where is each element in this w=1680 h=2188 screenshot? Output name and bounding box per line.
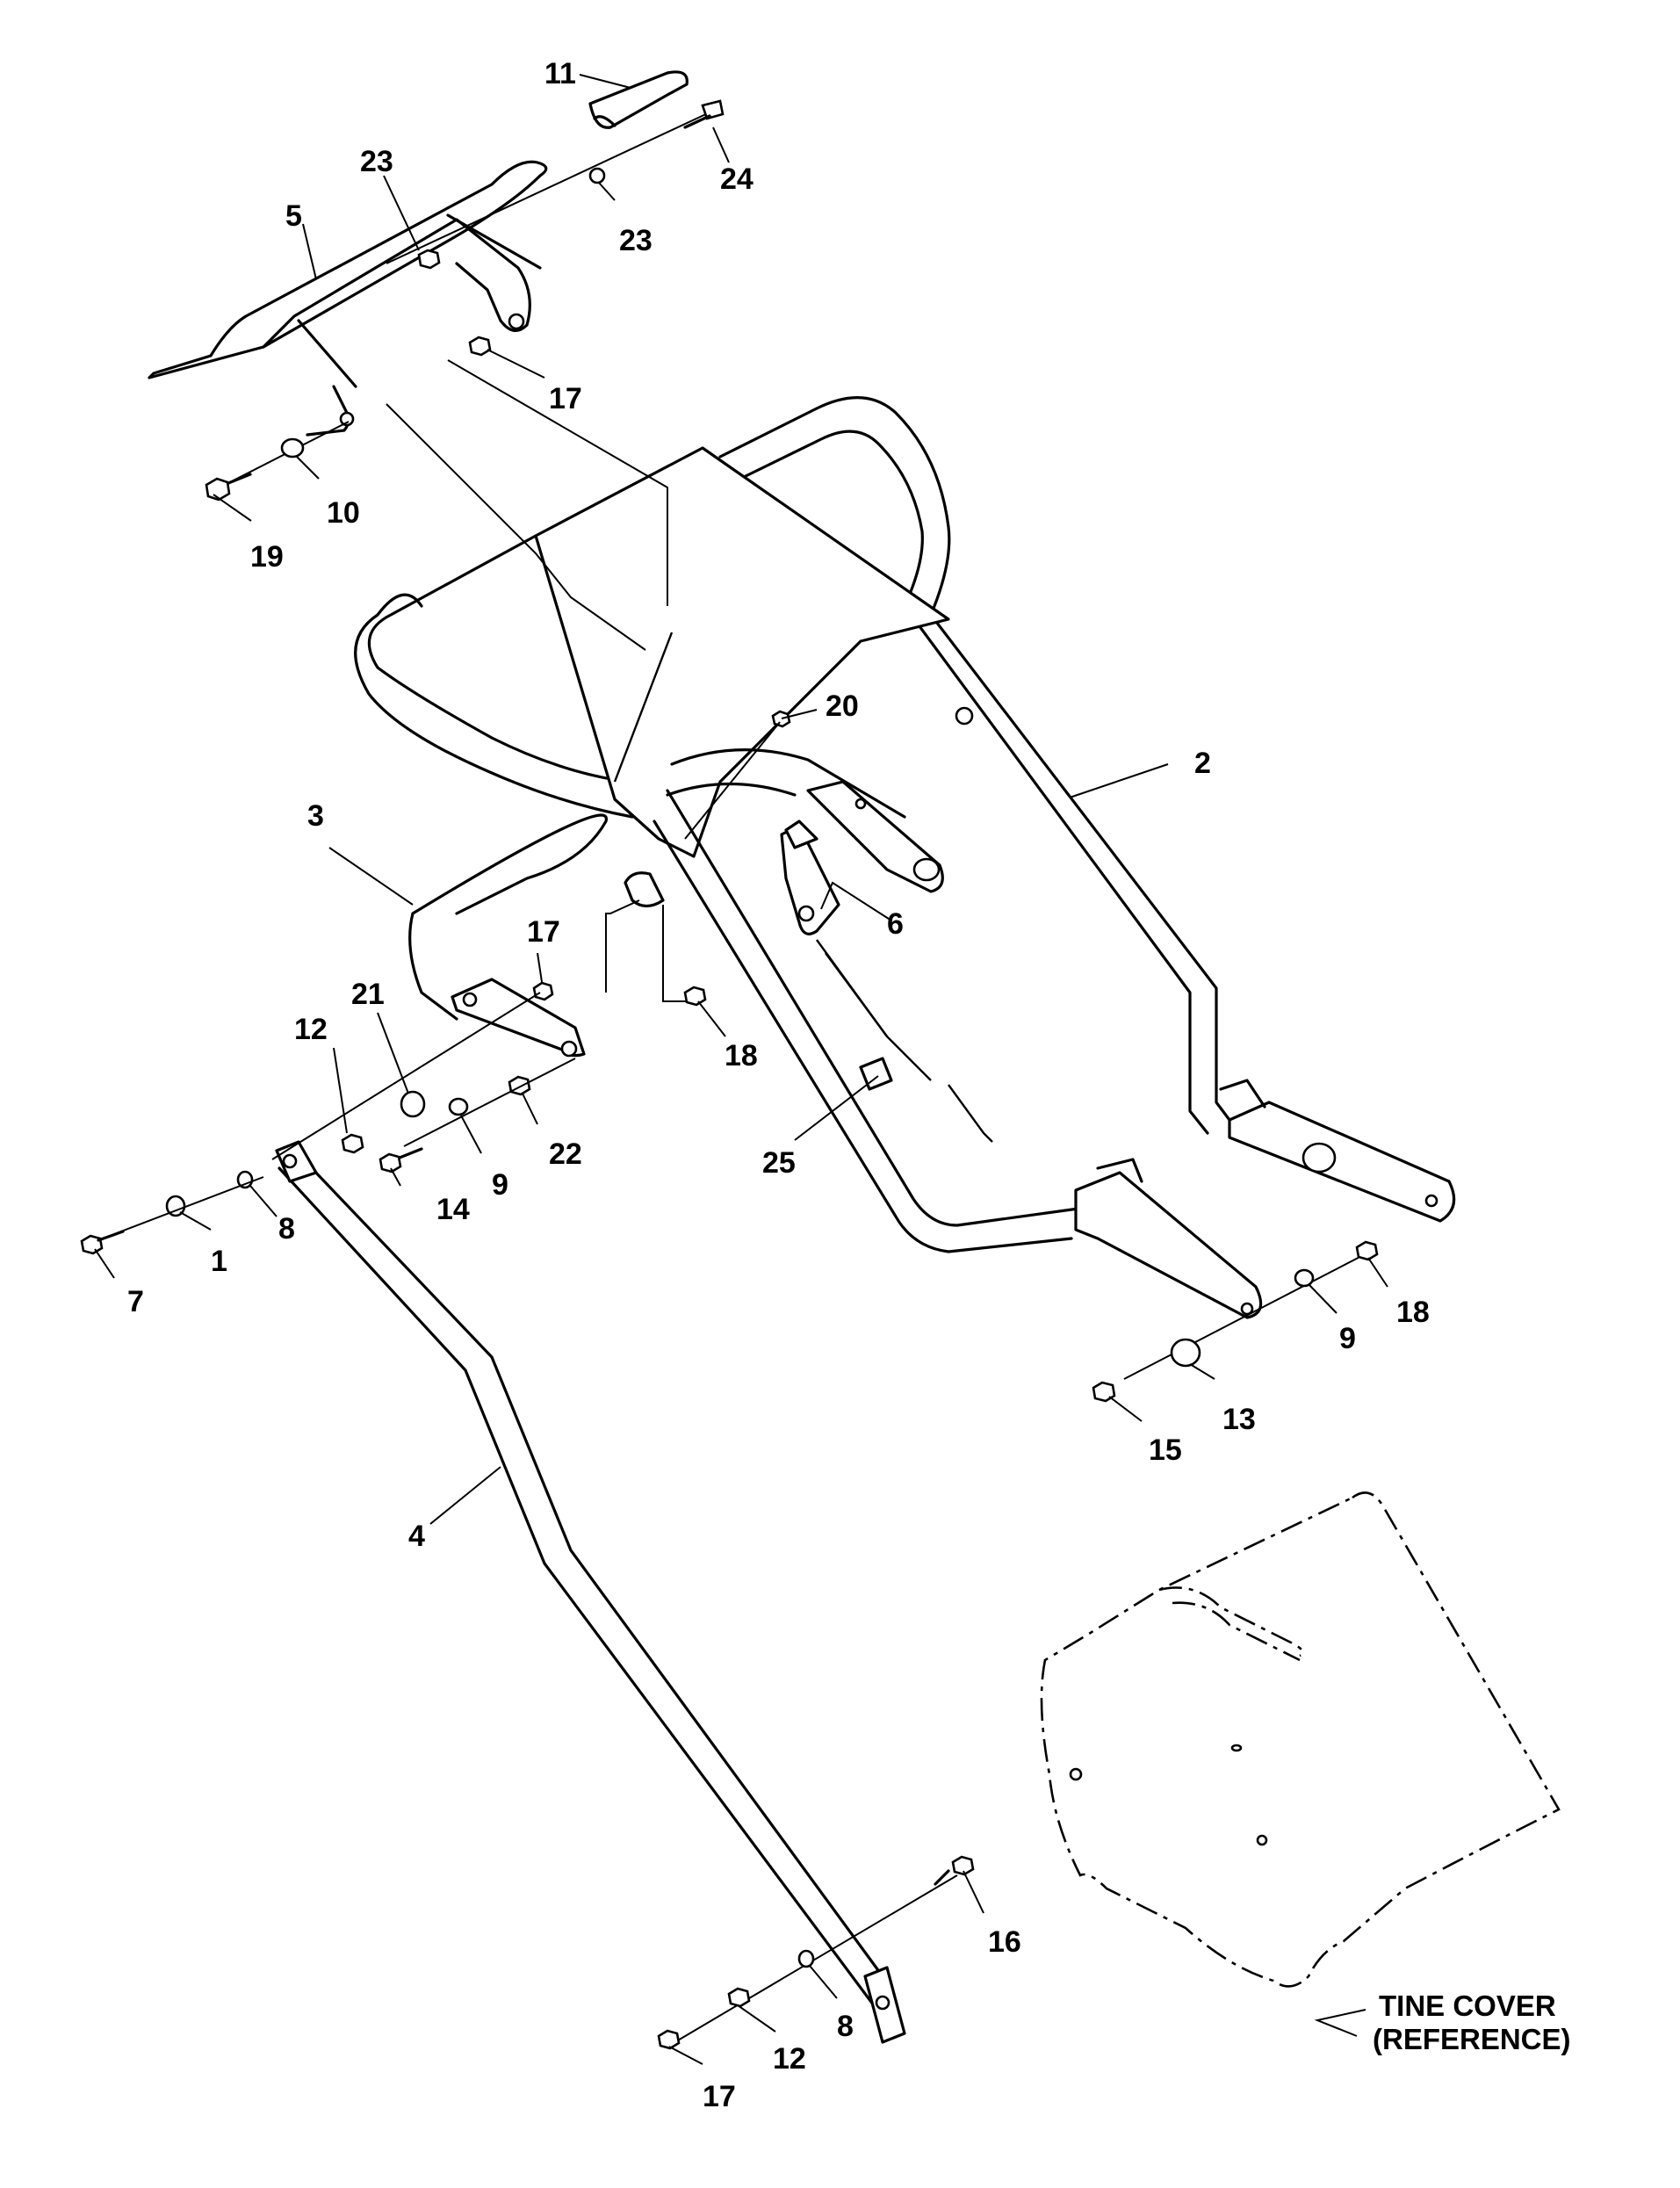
spacer-9-right bbox=[1294, 1268, 1315, 1288]
callout-17-mid: 17 bbox=[527, 915, 560, 949]
nut-12-bottom bbox=[727, 1987, 751, 2008]
cable-clip-part-25 bbox=[859, 1057, 893, 1091]
axis-line bbox=[386, 112, 710, 264]
callout-2: 2 bbox=[1194, 747, 1211, 780]
bolt-16 bbox=[951, 1855, 975, 1876]
cross-handle-part-3 bbox=[408, 813, 665, 1058]
nut-23 bbox=[417, 249, 441, 270]
callout-8-top: 8 bbox=[278, 1212, 295, 1246]
cable bbox=[816, 939, 932, 1081]
upper-handle-part-5 bbox=[148, 160, 548, 437]
callout-12-top: 12 bbox=[294, 1013, 328, 1046]
bolt-24 bbox=[701, 99, 725, 120]
callout-17-bottom: 17 bbox=[703, 2080, 736, 2113]
lockwasher-8-bottom bbox=[797, 1949, 815, 1968]
callout-leaders bbox=[94, 74, 1388, 2065]
washer-13 bbox=[1170, 1338, 1201, 1368]
cable bbox=[948, 1084, 993, 1143]
callout-10: 10 bbox=[327, 496, 360, 530]
main-handle-part-2 bbox=[354, 396, 1456, 1223]
callout-24: 24 bbox=[720, 162, 753, 196]
tine-cover-reference-label: TINE COVER bbox=[1379, 1989, 1556, 2022]
callout-18-right: 18 bbox=[1396, 1296, 1430, 1329]
nut-18-upper bbox=[683, 986, 707, 1007]
nut-12 bbox=[341, 1133, 364, 1154]
grip-part-11 bbox=[588, 70, 689, 129]
cable bbox=[825, 952, 888, 1037]
nut-20 bbox=[771, 710, 791, 728]
callout-5: 5 bbox=[285, 199, 302, 233]
bolt-14 bbox=[379, 1152, 402, 1173]
callout-19: 19 bbox=[250, 540, 284, 574]
callout-16: 16 bbox=[988, 1925, 1021, 1959]
bolt-15 bbox=[1092, 1381, 1116, 1403]
callout-18-upper: 18 bbox=[725, 1039, 758, 1072]
nut-17-mid bbox=[532, 981, 554, 1001]
callout-21: 21 bbox=[351, 978, 385, 1011]
callout-7: 7 bbox=[127, 1285, 144, 1318]
spacer-21 bbox=[400, 1090, 426, 1118]
nut-18-right bbox=[1355, 1240, 1379, 1261]
callout-4: 4 bbox=[408, 1520, 425, 1553]
control-bracket-part-6 bbox=[666, 748, 944, 935]
callout-20: 20 bbox=[826, 690, 859, 723]
callout-25: 25 bbox=[762, 1146, 796, 1180]
callout-6: 6 bbox=[887, 907, 904, 941]
spacer-10 bbox=[280, 437, 305, 459]
spacer-9 bbox=[448, 1097, 469, 1116]
callout-9-right: 9 bbox=[1339, 1322, 1356, 1355]
callout-numbers: 11 24 23 23 5 17 10 19 20 2 3 6 17 21 12… bbox=[127, 57, 1430, 2113]
bolt-19 bbox=[205, 477, 231, 502]
callout-14: 14 bbox=[436, 1193, 470, 1226]
tine-cover-reference-outline bbox=[1040, 1491, 1561, 1988]
callout-15: 15 bbox=[1149, 1433, 1182, 1467]
hardware bbox=[80, 99, 1379, 2050]
washer-1 bbox=[165, 1195, 186, 1217]
nut-17-bottom bbox=[657, 2029, 681, 2050]
callout-23-top: 23 bbox=[360, 145, 393, 178]
tine-cover-reference-sublabel: (REFERENCE) bbox=[1373, 2023, 1571, 2055]
callout-23-right: 23 bbox=[619, 224, 653, 257]
cable bbox=[613, 632, 674, 783]
callout-3: 3 bbox=[307, 799, 324, 833]
callout-11: 11 bbox=[544, 57, 576, 90]
nut-22 bbox=[508, 1075, 531, 1096]
callout-1: 1 bbox=[211, 1245, 227, 1278]
callout-9-left: 9 bbox=[492, 1168, 508, 1202]
bolt-7 bbox=[80, 1234, 104, 1255]
callout-12-bottom: 12 bbox=[773, 2042, 806, 2076]
callout-13: 13 bbox=[1222, 1403, 1256, 1436]
callout-22: 22 bbox=[549, 1137, 582, 1171]
callout-8-bottom: 8 bbox=[837, 2010, 854, 2043]
brace-bar-part-4 bbox=[275, 1140, 906, 2044]
nut-17-top bbox=[468, 336, 492, 357]
callout-17-top: 17 bbox=[549, 382, 582, 415]
washer-23 bbox=[588, 167, 606, 184]
